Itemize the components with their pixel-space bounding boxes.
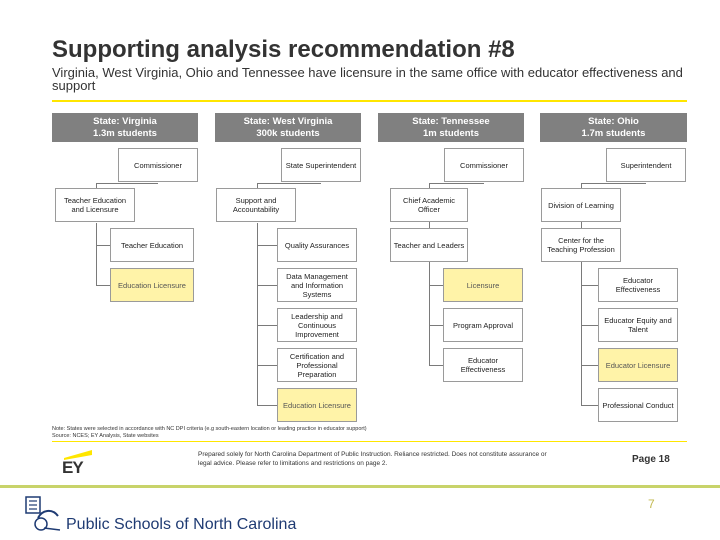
org-box-highlighted: Education Licensure	[110, 268, 194, 302]
connector-line	[257, 223, 258, 406]
connector-line	[96, 245, 110, 246]
connector-line	[581, 183, 582, 188]
connector-line	[429, 262, 430, 366]
state-header-west-virginia: State: West Virginia 300k students	[215, 113, 361, 142]
org-box: Support and Accountability	[216, 188, 296, 222]
org-box: Certification and Professional Preparati…	[277, 348, 357, 382]
ey-logo-mark	[64, 450, 92, 460]
org-box: Data Management and Information Systems	[277, 268, 357, 302]
org-box: Leadership and Continuous Improvement	[277, 308, 357, 342]
prepared-disclaimer: Prepared solely for North Carolina Depar…	[198, 451, 547, 467]
footnote-source: Source: NCES; EY Analysis, State website…	[52, 433, 159, 439]
org-box-highlighted: Education Licensure	[277, 388, 357, 422]
footnote: Note: States were selected in accordance…	[52, 426, 367, 440]
org-box: Superintendent	[606, 148, 686, 182]
page-number: Page 18	[632, 454, 670, 465]
connector-line	[257, 325, 277, 326]
state-students: 1.3m students	[93, 127, 157, 139]
connector-line	[257, 183, 258, 188]
footer-divider	[52, 441, 687, 442]
state-name: State: Virginia	[93, 115, 157, 127]
connector-line	[581, 365, 598, 366]
connector-line	[257, 183, 321, 184]
connector-line	[581, 325, 598, 326]
connector-line	[257, 245, 277, 246]
connector-line	[581, 285, 598, 286]
connector-line	[429, 365, 443, 366]
org-box: Educator Effectiveness	[598, 268, 678, 302]
bottom-rule	[0, 485, 720, 488]
org-box: Teacher Education	[110, 228, 194, 262]
slide-title: Supporting analysis recommendation #8	[52, 36, 515, 63]
connector-line	[257, 285, 277, 286]
connector-line	[581, 405, 598, 406]
connector-line	[96, 183, 97, 188]
state-name: State: West Virginia	[243, 115, 333, 127]
ey-logo-text: EY	[62, 458, 84, 477]
slide-subtitle: Virginia, West Virginia, Ohio and Tennes…	[52, 65, 683, 93]
org-box: Professional Conduct	[598, 388, 678, 422]
state-header-tennessee: State: Tennessee 1m students	[378, 113, 524, 142]
state-students: 1m students	[423, 127, 479, 139]
connector-line	[96, 223, 97, 286]
footnote-note: Note: States were selected in accordance…	[52, 426, 367, 432]
state-students: 1.7m students	[581, 127, 646, 139]
org-box: Educator Equity and Talent	[598, 308, 678, 342]
org-box: Commissioner	[118, 148, 198, 182]
connector-line	[429, 183, 430, 188]
connector-line	[257, 365, 277, 366]
org-box-highlighted: Licensure	[443, 268, 523, 302]
org-box: Quality Assurances	[277, 228, 357, 262]
state-header-virginia: State: Virginia 1.3m students	[52, 113, 198, 142]
connector-line	[96, 285, 110, 286]
org-box: Commissioner	[444, 148, 524, 182]
org-box: State Superintendent	[281, 148, 361, 182]
org-box: Teacher Education and Licensure	[55, 188, 135, 222]
connector-line	[429, 285, 443, 286]
state-header-ohio: State: Ohio 1.7m students	[540, 113, 687, 142]
connector-line	[581, 262, 582, 406]
org-box-highlighted: Educator Licensure	[598, 348, 678, 382]
slide-number: 7	[648, 497, 655, 511]
state-name: State: Ohio	[588, 115, 639, 127]
psnc-logo-icon	[24, 494, 64, 534]
connector-line	[257, 405, 277, 406]
org-box: Chief Academic Officer	[390, 188, 468, 222]
title-divider	[52, 100, 687, 102]
connector-line	[96, 183, 158, 184]
footer-org-name: Public Schools of North Carolina	[66, 516, 297, 533]
connector-line	[429, 222, 430, 228]
psnc-seal-icon	[25, 496, 61, 531]
connector-line	[581, 183, 646, 184]
state-students: 300k students	[256, 127, 320, 139]
connector-line	[429, 183, 484, 184]
org-box: Program Approval	[443, 308, 523, 342]
state-name: State: Tennessee	[412, 115, 490, 127]
ey-logo: EY	[62, 446, 94, 478]
org-box: Educator Effectiveness	[443, 348, 523, 382]
connector-line	[429, 325, 443, 326]
connector-line	[581, 222, 582, 228]
org-box: Division of Learning	[541, 188, 621, 222]
org-box: Center for the Teaching Profession	[541, 228, 621, 262]
org-box: Teacher and Leaders	[390, 228, 468, 262]
